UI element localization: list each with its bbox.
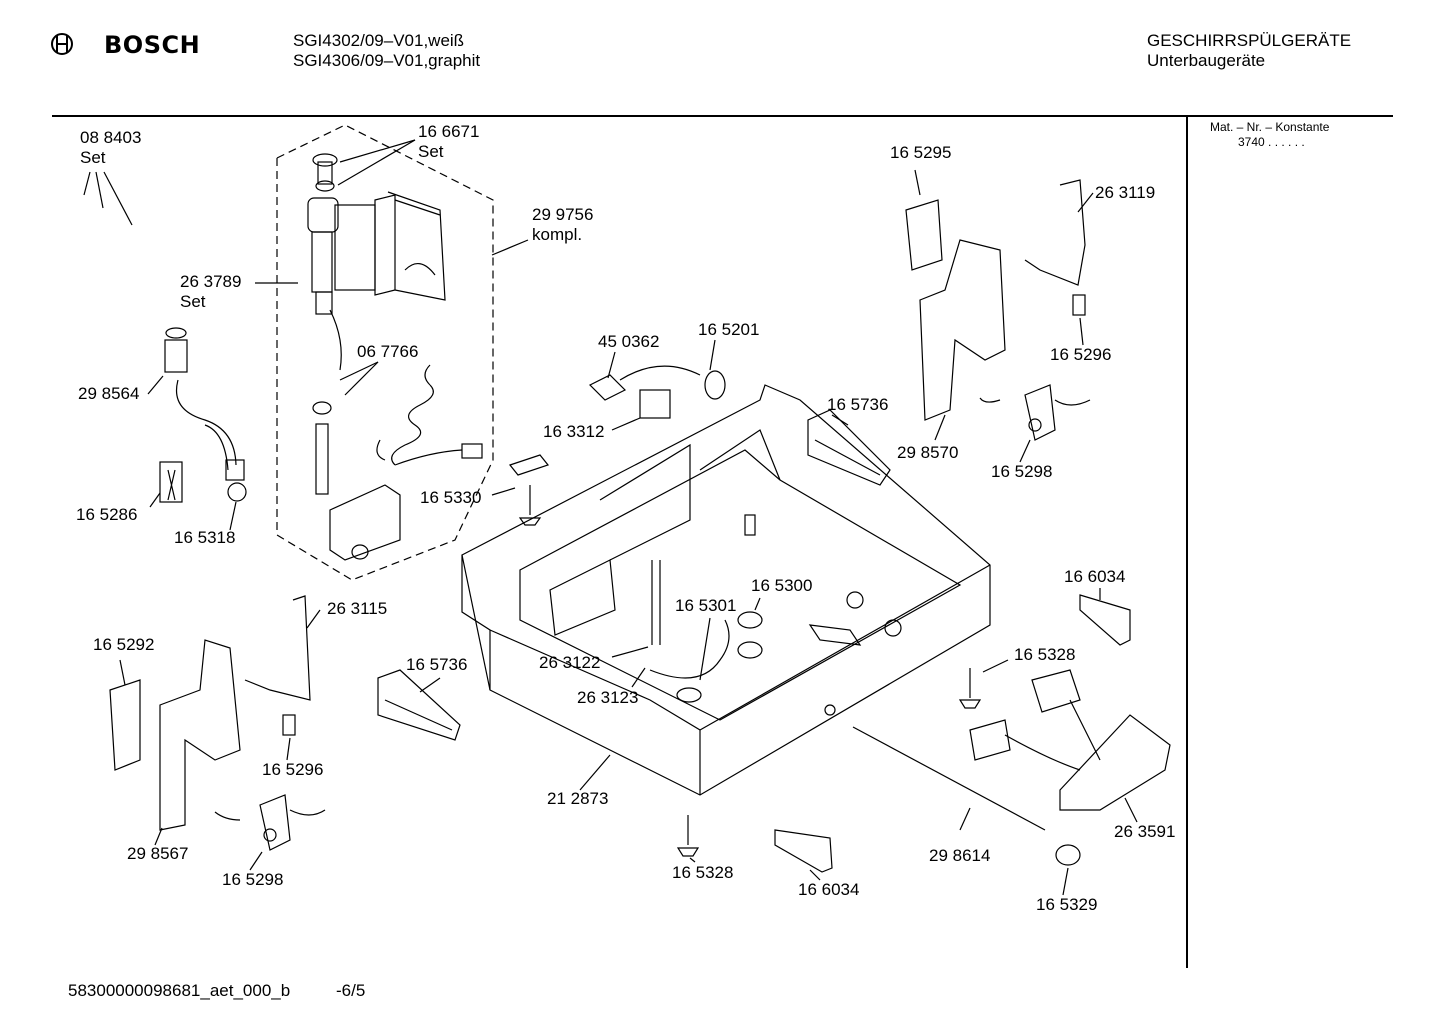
footer-doc-id: 58300000098681_aet_000_b — [68, 981, 291, 1000]
part-label: 16 5300 — [751, 576, 813, 595]
part-label: 26 3115 — [327, 599, 388, 618]
part-label: 29 8570 — [897, 443, 959, 462]
footer-page: -6/5 — [336, 981, 366, 1000]
part-label: 16 5330 — [420, 488, 482, 507]
part-label: 16 5201 — [698, 320, 760, 339]
part-label: 16 5298 — [991, 462, 1053, 481]
konstante-value: 3740 . . . . . . — [1238, 135, 1305, 149]
part-label: 16 5298 — [222, 870, 284, 889]
part-label: 16 5295 — [890, 143, 952, 162]
model-line-1: SGI4302/09–V01,weiß — [293, 31, 465, 50]
part-label: 26 3122 — [539, 653, 601, 672]
part-label: 16 6034 — [1064, 567, 1126, 586]
part-label: 16 5286 — [76, 505, 138, 524]
part-label: 16 5318 — [174, 528, 236, 547]
part-label: 29 8567 — [127, 844, 189, 863]
parts-illustration — [83, 139, 1171, 896]
part-label: 16 5296 — [1050, 345, 1112, 364]
subcategory-title: Unterbaugeräte — [1147, 51, 1266, 70]
part-label: 16 3312 — [543, 422, 605, 441]
part-label: 29 8614 — [929, 846, 991, 865]
mat-nr-label: Mat. – Nr. – Konstante — [1210, 120, 1330, 134]
part-label: 06 7766 — [357, 342, 419, 361]
part-label: 16 5736 — [827, 395, 889, 414]
part-label: 16 5329 — [1036, 895, 1098, 914]
part-label: 16 5736 — [406, 655, 468, 674]
part-label: 16 5328 — [672, 863, 734, 882]
bosch-logo-icon — [51, 33, 73, 55]
part-label: 45 0362 — [598, 332, 660, 351]
part-label: 16 6034 — [798, 880, 860, 899]
model-line-2: SGI4306/09–V01,graphit — [293, 51, 481, 70]
part-label: 29 8564 — [78, 384, 140, 403]
part-label: 26 3591 — [1114, 822, 1176, 841]
part-label: 16 5296 — [262, 760, 324, 779]
brand-wordmark: BOSCH — [104, 31, 201, 59]
part-label: 16 5301 — [675, 596, 737, 615]
part-label: 26 3119 — [1095, 183, 1156, 202]
part-label: 26 3123 — [577, 688, 639, 707]
category-title: GESCHIRRSPÜLGERÄTE — [1147, 31, 1352, 50]
part-label: 21 2873 — [547, 789, 609, 808]
assembly-dashed-boundary — [276, 124, 494, 581]
part-label: 16 5292 — [93, 635, 155, 654]
part-label: 16 5328 — [1014, 645, 1076, 664]
